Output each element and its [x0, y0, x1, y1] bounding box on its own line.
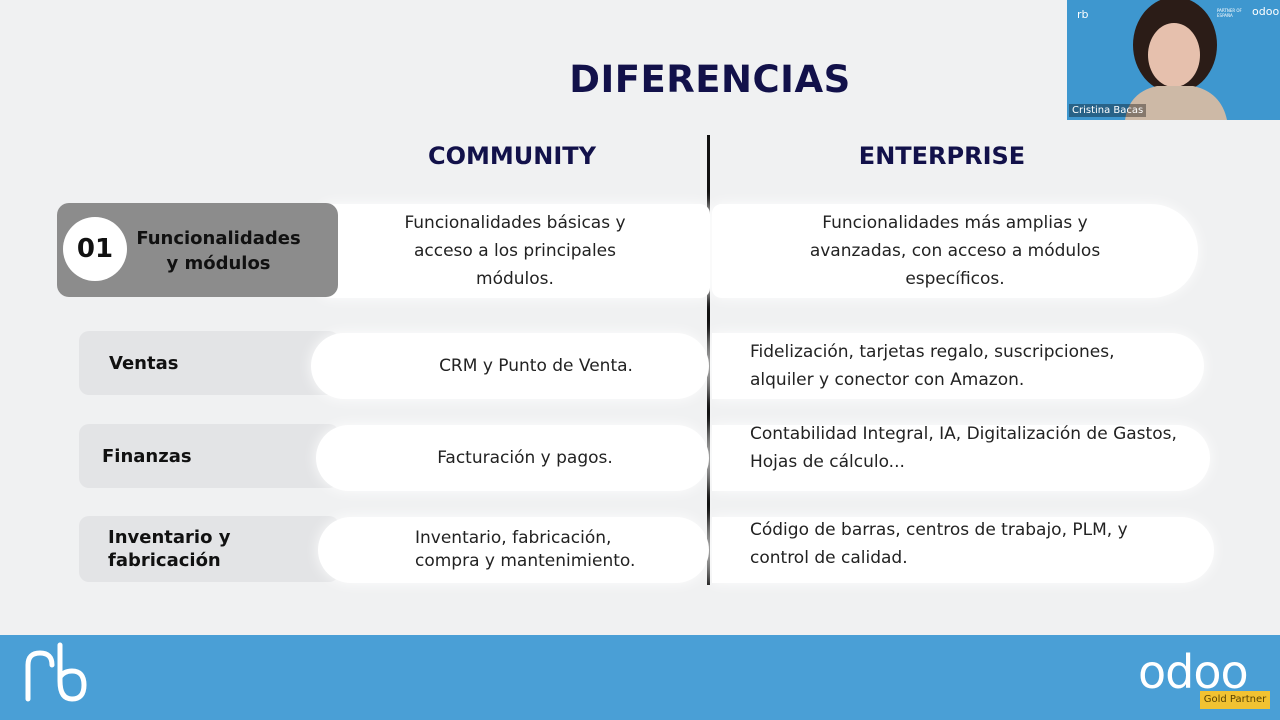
enterprise-finanzas-line2: Hojas de cálculo...: [750, 452, 905, 472]
community-feature-line1: Funcionalidades básicas y: [404, 213, 626, 233]
enterprise-feature-line3: específicos.: [905, 269, 1005, 289]
column-header-community: COMMUNITY: [427, 142, 597, 170]
enterprise-ventas-line1: Fidelización, tarjetas regalo, suscripci…: [750, 342, 1115, 362]
enterprise-cell-ventas: Fidelización, tarjetas regalo, suscripci…: [712, 333, 1204, 399]
enterprise-feature-line2: avanzadas, con acceso a módulos: [809, 241, 1101, 261]
rb-logo: [25, 642, 87, 702]
enterprise-cell-feature: Funcionalidades más amplias y avanzadas,…: [712, 204, 1198, 298]
enterprise-inventario-line1: Código de barras, centros de trabajo, PL…: [750, 520, 1128, 540]
odoo-logo: odoo: [1138, 645, 1249, 699]
community-cell-inventario: Inventario, fabricación, compra y manten…: [318, 517, 709, 583]
community-inventario-line2: compra y mantenimiento.: [415, 551, 636, 571]
gold-partner-badge: Gold Partner: [1200, 691, 1270, 709]
row-label-text: Finanzas: [102, 445, 192, 467]
enterprise-finanzas-line1: Contabilidad Integral, IA, Digitalizació…: [750, 424, 1177, 444]
enterprise-cell-finanzas: Contabilidad Integral, IA, Digitalizació…: [712, 424, 1210, 491]
community-cell-feature: Funcionalidades básicas y acceso a los p…: [320, 204, 710, 298]
feature-number-badge: 01: [63, 217, 127, 281]
row-label-finanzas: Finanzas: [79, 424, 339, 488]
speaker-video: rb: [1067, 0, 1280, 120]
slide-title: DIFERENCIAS: [569, 58, 851, 101]
webcam-partner-text: PARTNER OF ESPAÑA: [1217, 8, 1242, 18]
column-header-enterprise: ENTERPRISE: [858, 142, 1026, 170]
enterprise-inventario-line2: control de calidad.: [750, 548, 908, 568]
enterprise-feature-line1: Funcionalidades más amplias y: [822, 213, 1088, 233]
community-cell-ventas: CRM y Punto de Venta.: [311, 333, 709, 399]
footer-bar: [0, 635, 1280, 720]
row-label-inventario: Inventario y fabricación: [79, 516, 339, 582]
row-label-line1: Inventario y: [108, 527, 231, 548]
row-label-line2: fabricación: [108, 550, 221, 571]
community-feature-line3: módulos.: [476, 269, 554, 289]
community-inventario-line1: Inventario, fabricación,: [415, 528, 612, 548]
feature-label-line2: y módulos: [166, 253, 271, 274]
community-cell-finanzas: Facturación y pagos.: [316, 425, 709, 491]
webcam-overlay: rb PARTNER OF ESPAÑA odoo Cristina Bacas: [1067, 0, 1280, 120]
community-finanzas-text: Facturación y pagos.: [437, 448, 613, 468]
enterprise-cell-inventario: Código de barras, centros de trabajo, PL…: [712, 517, 1214, 583]
community-feature-line2: acceso a los principales: [413, 241, 617, 261]
enterprise-ventas-line2: alquiler y conector con Amazon.: [750, 370, 1025, 390]
feature-label: Funcionalidades y módulos: [131, 226, 306, 276]
svg-text:rb: rb: [1077, 8, 1089, 21]
row-label-text: Ventas: [109, 352, 179, 374]
webcam-odoo-logo: odoo: [1252, 5, 1280, 18]
community-ventas-text: CRM y Punto de Venta.: [439, 356, 633, 376]
row-label-ventas: Ventas: [79, 331, 339, 395]
feature-label-line1: Funcionalidades: [136, 228, 301, 249]
participant-name: Cristina Bacas: [1069, 104, 1147, 117]
